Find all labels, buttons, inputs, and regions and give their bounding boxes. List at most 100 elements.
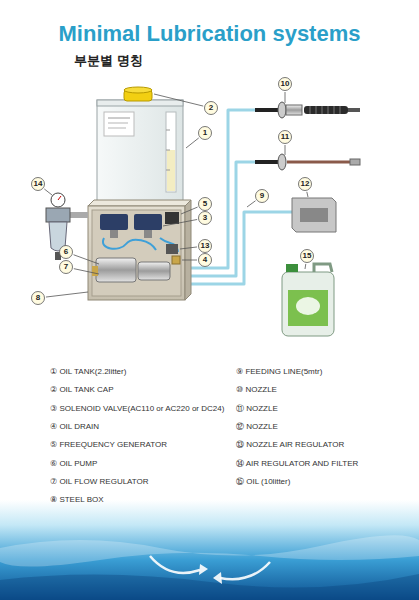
- callout-number: 2: [203, 102, 219, 114]
- solenoid-valve: [134, 214, 162, 230]
- oil-jug: [282, 272, 334, 336]
- oil-tank: [108, 128, 126, 129]
- tube: [103, 238, 156, 250]
- nozzle: [292, 198, 336, 232]
- nozzle: [255, 102, 360, 118]
- swirl-arrow: [220, 562, 270, 579]
- part-name: ⑤ FREEQUENCY GENERATOR: [50, 439, 167, 450]
- oil-pump: [138, 262, 170, 280]
- oil-tank: [166, 170, 170, 171]
- nozzle: [328, 106, 329, 114]
- oil-tank: [167, 150, 175, 191]
- callout-number: 8: [30, 292, 46, 304]
- solenoid-valve: [100, 214, 128, 230]
- feeding-line: [185, 212, 292, 284]
- part-name: ① OIL TANK(2.2litter): [50, 366, 126, 377]
- nozzle: [310, 106, 340, 114]
- callout-number: 5: [197, 198, 213, 210]
- water-background: [0, 500, 419, 600]
- oil-pump: [92, 266, 98, 276]
- page-title: Minimal Lubrication systems: [0, 20, 419, 48]
- part-name: ⑬ NOZZLE AIR REGULATOR: [236, 439, 344, 450]
- nozzle: [348, 108, 360, 112]
- leader-line: [247, 201, 256, 207]
- callout-number: 3: [197, 212, 213, 224]
- swirl-arrow: [199, 564, 222, 584]
- nozzle: [292, 198, 336, 232]
- water-background: [0, 500, 419, 600]
- nozzle: [350, 159, 360, 165]
- part-name: ⑪ NOZZLE: [236, 403, 278, 414]
- callout-number: 15: [299, 250, 315, 262]
- swirl-arrow: [150, 556, 200, 573]
- swirl-arrow: [213, 572, 222, 584]
- callout-number: 7: [58, 261, 74, 273]
- air-regulator: [51, 193, 65, 207]
- callout-number: 12: [297, 178, 313, 190]
- leader-line: [186, 138, 199, 148]
- steel-box: [88, 206, 185, 300]
- tank-cap: [124, 87, 152, 101]
- nozzle: [255, 108, 278, 112]
- callout-number: 9: [254, 190, 270, 202]
- air-regulator: [70, 212, 88, 218]
- nozzle: [334, 106, 335, 114]
- frequency-generator: [165, 212, 179, 224]
- callout-number: 1: [197, 127, 213, 139]
- water-background: [0, 574, 419, 600]
- part-name: ⑭ AIR REGULATOR AND FILTER: [236, 458, 358, 469]
- callout-number: 6: [58, 246, 74, 258]
- oil-tank: [166, 130, 170, 131]
- oil-jug: [296, 297, 320, 315]
- steel-box: [88, 200, 191, 300]
- callout-number: 11: [277, 131, 293, 143]
- leader-line: [180, 247, 197, 249]
- tank-cap: [124, 87, 152, 93]
- nozzle: [340, 106, 341, 114]
- oil-jug: [288, 290, 328, 326]
- oil-jug: [286, 264, 298, 272]
- part-name: ⑮ OIL (10litter): [236, 476, 290, 487]
- frequency-generator: [165, 212, 179, 224]
- nozzle: [255, 160, 278, 164]
- nozzle: [304, 106, 348, 114]
- callout-number: 13: [197, 240, 213, 252]
- air-regulator: [46, 208, 70, 222]
- swirl-arrow: [199, 564, 208, 575]
- subtitle: 부분별 명칭: [74, 53, 143, 69]
- leader-line: [181, 207, 198, 214]
- steel-box: [88, 200, 191, 206]
- nozzle: [300, 208, 328, 222]
- oil-tank: [104, 112, 134, 136]
- part-name: ⑥ OIL PUMP: [50, 458, 97, 469]
- leader-line: [163, 219, 197, 226]
- leader-line: [46, 292, 88, 297]
- oil-pump: [96, 258, 136, 282]
- leader-line: [285, 145, 286, 155]
- oil-jug: [314, 264, 332, 272]
- feeding-line: [185, 110, 292, 284]
- oil-tank: [108, 123, 128, 124]
- solenoid-valve: [144, 230, 152, 238]
- nozzle: [322, 106, 323, 114]
- nozzle: [286, 105, 302, 115]
- swirl-arrow: [150, 556, 270, 579]
- part-name: ② OIL TANK CAP: [50, 384, 113, 395]
- leader-line: [74, 255, 99, 264]
- oil-tank: [166, 112, 176, 192]
- nozzle: [287, 161, 350, 164]
- nozzle-air-regulator: [166, 244, 178, 254]
- leader-line: [285, 92, 286, 103]
- nozzle: [316, 106, 317, 114]
- part-name: ⑫ NOZZLE: [236, 421, 278, 432]
- nozzle: [255, 154, 360, 170]
- oil-drain: [172, 256, 180, 264]
- part-name: ⑧ STEEL BOX: [50, 494, 104, 505]
- part-name: ⑦ OIL FLOW REGULATOR: [50, 476, 149, 487]
- oil-tank: [108, 118, 130, 119]
- nozzle: [278, 102, 286, 118]
- oil-tank: [166, 150, 170, 151]
